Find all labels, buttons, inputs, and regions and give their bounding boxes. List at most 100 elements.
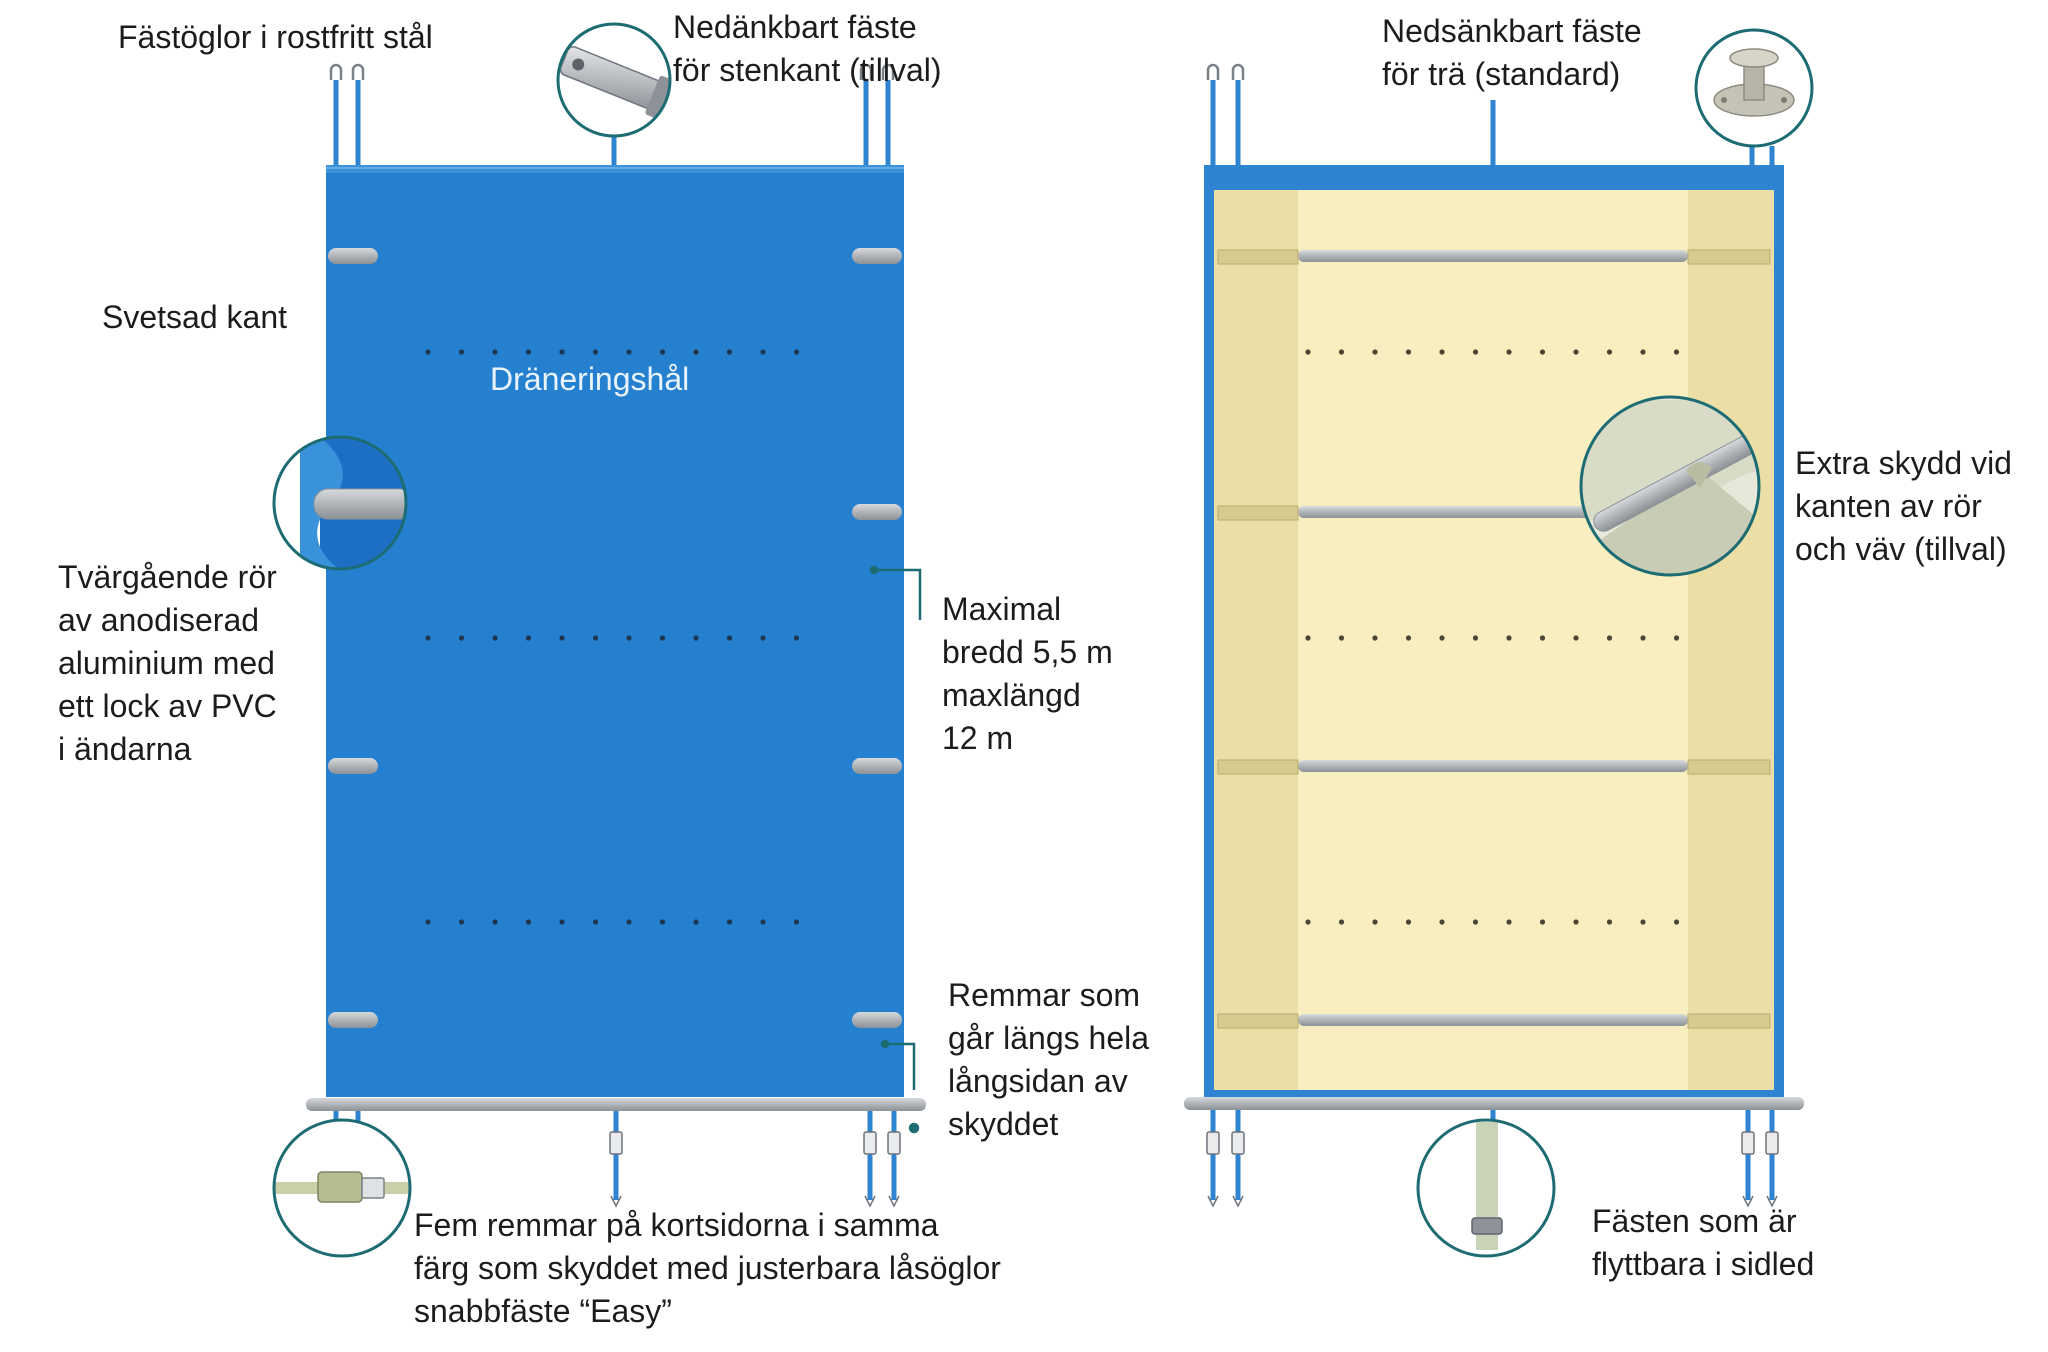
- drain-hole: [1673, 349, 1680, 355]
- wood-anchor-label: Nedsänkbart fäste för trä (standard): [1382, 13, 1642, 92]
- cross-tubes-right: [1217, 249, 1771, 1029]
- edge-protection-label: Extra skydd vid kanten av rör och väv (t…: [1795, 445, 2012, 567]
- drain-hole: [1305, 919, 1311, 925]
- drain-hole: [626, 349, 632, 355]
- movable-strap-icon: [1416, 1118, 1556, 1258]
- top-eyelet-straps-left: [333, 78, 891, 166]
- drain-hole: [1372, 919, 1378, 925]
- drain-hole: [760, 635, 766, 641]
- callout-leaders: [869, 565, 922, 1134]
- drain-hole: [458, 349, 465, 355]
- drain-hole: [1372, 635, 1378, 641]
- drain-hole: [1606, 635, 1613, 641]
- left-cover: [306, 63, 926, 1208]
- drain-hole: [1539, 919, 1546, 925]
- drain-hole: [425, 919, 431, 925]
- drain-hole: [1506, 635, 1512, 641]
- drain-hole: [1305, 635, 1311, 641]
- drain-holes-label: Dräneringshål: [490, 361, 690, 397]
- straps-short-label: Fem remmar på kortsidorna i samma färg s…: [414, 1207, 1001, 1329]
- drain-hole: [492, 919, 498, 925]
- drain-hole: [1573, 635, 1579, 641]
- drain-hole: [1640, 919, 1646, 925]
- right-cover: [1184, 63, 1804, 1208]
- drain-hole: [525, 349, 532, 355]
- drain-hole: [1573, 919, 1579, 925]
- buckle-icon: [609, 1131, 901, 1208]
- drain-hole: [1372, 349, 1378, 355]
- drain-hole: [659, 349, 666, 355]
- drain-hole: [1472, 919, 1479, 925]
- drain-hole: [760, 349, 766, 355]
- drain-hole: [793, 919, 800, 925]
- drain-hole: [659, 635, 666, 641]
- max-size-label: Maximal bredd 5,5 m maxlängd 12 m: [942, 591, 1113, 756]
- drain-hole: [1506, 919, 1512, 925]
- drain-hole: [458, 919, 465, 925]
- cross-tubes-label: Tvärgående rör av anodiserad aluminium m…: [58, 559, 277, 767]
- drain-hole: [492, 349, 498, 355]
- drain-hole: [492, 635, 498, 641]
- bottom-tube-left: [306, 1098, 926, 1111]
- drain-hole: [1573, 349, 1579, 355]
- drain-hole: [793, 349, 800, 355]
- bottom-straps-right: [1210, 1110, 1775, 1200]
- drain-hole: [1472, 349, 1479, 355]
- drain-hole: [693, 635, 699, 641]
- stone-anchor-pin-icon: [556, 22, 672, 138]
- drain-hole: [592, 349, 599, 355]
- drain-hole: [1338, 635, 1345, 641]
- drainage-holes-right: [1305, 349, 1680, 925]
- drain-hole: [726, 635, 733, 641]
- drainage-holes-left: [425, 349, 800, 925]
- drain-hole: [626, 635, 632, 641]
- drain-hole: [1673, 919, 1680, 925]
- bottom-straps-left: [333, 1111, 897, 1200]
- drain-hole: [592, 919, 599, 925]
- drain-hole: [1539, 349, 1546, 355]
- drain-hole: [1640, 349, 1646, 355]
- drain-hole: [626, 919, 632, 925]
- drain-hole: [1673, 635, 1680, 641]
- drain-hole: [1405, 349, 1412, 355]
- drain-hole: [525, 919, 532, 925]
- straps-long-label: Remmar som går längs hela långsidan av s…: [948, 977, 1150, 1142]
- drain-hole: [1439, 635, 1445, 641]
- bottom-tube-right: [1184, 1097, 1804, 1110]
- drain-hole: [1405, 635, 1412, 641]
- drain-hole: [559, 919, 565, 925]
- movable-fasteners-label: Fästen som är flyttbara i sidled: [1592, 1203, 1815, 1282]
- side-band-left: [1214, 190, 1298, 1090]
- drain-hole: [1439, 919, 1445, 925]
- drain-hole: [1606, 349, 1613, 355]
- blue-cover-panel: [326, 165, 904, 1097]
- drain-hole: [726, 349, 733, 355]
- drain-hole: [1338, 919, 1345, 925]
- side-band-right: [1688, 190, 1774, 1090]
- drain-hole: [1305, 349, 1311, 355]
- drain-hole: [458, 635, 465, 641]
- drain-hole: [525, 635, 532, 641]
- drain-hole: [425, 635, 431, 641]
- drain-hole: [559, 349, 565, 355]
- drain-hole: [1640, 635, 1646, 641]
- drain-hole: [559, 635, 565, 641]
- top-eyelet-straps-right: [1210, 78, 1775, 166]
- drain-hole: [1405, 919, 1412, 925]
- stone-anchor-label: Nedänkbart fäste för stenkant (tillval): [673, 9, 942, 88]
- drain-hole: [659, 919, 666, 925]
- ratchet-strap-icon: [272, 1118, 412, 1258]
- drain-hole: [1472, 635, 1479, 641]
- drain-hole: [1606, 919, 1613, 925]
- wood-anchor-bolt-icon: [1694, 28, 1814, 148]
- drain-hole: [793, 635, 800, 641]
- drain-hole: [693, 349, 699, 355]
- eyelets-label: Fästöglor i rostfritt stål: [118, 19, 433, 55]
- tube-end-caps-left: [328, 248, 902, 1028]
- drain-hole: [1338, 349, 1345, 355]
- drain-hole: [760, 919, 766, 925]
- eyelet-icon: [329, 63, 895, 80]
- drain-hole: [1506, 349, 1512, 355]
- tube-end-cap-icon: [272, 435, 408, 571]
